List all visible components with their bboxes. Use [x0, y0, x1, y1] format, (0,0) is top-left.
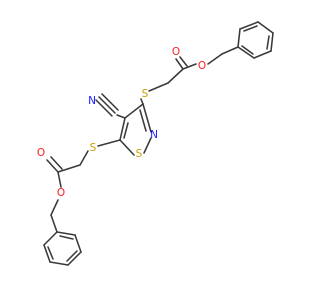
bond-phenyl-upper-3 [257, 21, 274, 34]
bond-ch2-phenyl-upper [221, 46, 239, 55]
bond-layer [43, 21, 274, 266]
bond-o-ester-ch2-lower [50, 199, 59, 216]
bond-phenyl-lower-1 [43, 231, 58, 246]
bond-phenyl-lower-inner-3 [59, 235, 74, 240]
bond-cyano-to-ring [116, 114, 126, 119]
bond-cyano-triple-1 [98, 96, 116, 114]
bond-phenyl-lower-2 [43, 244, 51, 263]
bond-phenyl-lower-inner-1 [47, 246, 54, 260]
atom-o-lower-carbonyl: O [37, 147, 45, 159]
bond-ch2-carbonyl-lower [57, 164, 81, 173]
bond-s-upper-ch2 [148, 82, 169, 92]
atom-o-upper-carbonyl: O [172, 46, 180, 58]
bond-phenyl-lower-5 [74, 234, 82, 253]
bond-co-double-lower-2 [50, 156, 63, 170]
bond-phenyl-upper-6 [237, 46, 255, 59]
bond-phenyl-upper-4 [270, 32, 274, 52]
bond-c5-s-lower [97, 139, 121, 147]
bond-co-double-upper-2 [179, 56, 188, 67]
bond-o-ester-ch2-upper [207, 53, 223, 65]
atom-s-ring: S [136, 148, 143, 160]
molecule-diagram: N N S S S O O O O [37, 21, 274, 266]
bond-ring-c4-c5 [119, 117, 126, 141]
bond-cyano-triple-2 [101, 93, 119, 111]
bond-ch2-phenyl-lower [50, 214, 58, 233]
bond-phenyl-upper-1 [237, 28, 241, 48]
atom-o-lower-ester: O [57, 187, 65, 199]
bond-cyano-triple-3 [95, 99, 113, 117]
bond-carbonyl-o-ester-upper [182, 63, 197, 70]
bond-co-double-lower-1 [46, 159, 59, 173]
bond-phenyl-upper-inner-3 [241, 45, 254, 55]
atom-label-layer: N N S S S O O O O [37, 46, 206, 199]
bond-ring-n-c3-inner [139, 109, 147, 132]
bond-ring-c5-s [119, 139, 135, 156]
atom-s-upper: S [142, 88, 149, 100]
bond-c3-s-upper [140, 98, 144, 105]
atom-o-upper-ester: O [198, 60, 206, 72]
bond-ring-n-c3 [142, 103, 152, 133]
bond-phenyl-upper-inner-2 [266, 35, 270, 50]
bond-s-lower-ch2 [79, 150, 89, 166]
bond-phenyl-upper-2 [239, 21, 259, 30]
bond-ring-s-n [143, 137, 152, 154]
bond-phenyl-upper-inner-1 [243, 25, 258, 32]
bond-phenyl-lower-6 [56, 231, 76, 236]
atom-n-cyano: N [88, 95, 96, 107]
bond-phenyl-lower-4 [67, 251, 82, 266]
bond-phenyl-lower-inner-2 [66, 250, 78, 262]
bond-ring-c3-c4 [124, 103, 144, 119]
bond-co-double-upper-1 [175, 58, 184, 70]
atom-s-lower: S [90, 142, 97, 154]
bond-phenyl-upper-5 [253, 50, 272, 59]
bond-ring-c5-c4-inner [123, 122, 129, 139]
molecule-canvas: N N S S S O O O O [37, 21, 274, 266]
bond-ch2-carbonyl-upper [167, 68, 184, 84]
bond-carbonyl-o-ester-lower [57, 171, 62, 188]
bond-phenyl-lower-3 [49, 261, 69, 266]
atom-n-ring: N [150, 129, 158, 141]
